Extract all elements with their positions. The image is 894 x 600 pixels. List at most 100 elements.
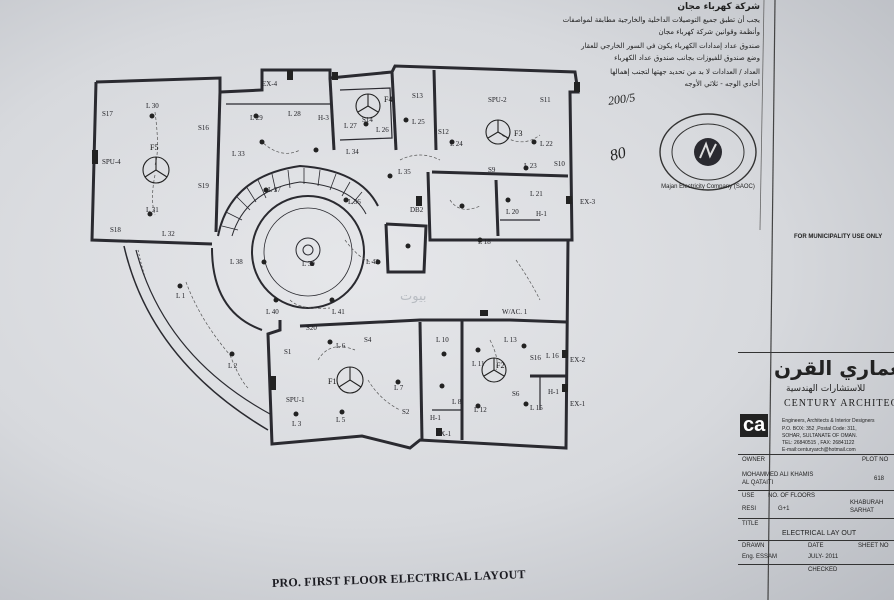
- firm-logo: ca: [740, 414, 769, 437]
- label-spu1: SPU-1: [286, 396, 305, 404]
- label-l41: L 41: [332, 308, 345, 316]
- label-s10: S10: [554, 160, 565, 168]
- label-l36: L 36: [348, 198, 361, 206]
- floors-value: G+1: [778, 506, 790, 512]
- use-label: USE: [742, 493, 755, 499]
- label-f4: F4: [384, 95, 392, 104]
- label-l31: L 31: [146, 206, 159, 214]
- label-s2: S2: [402, 408, 410, 416]
- floors-label: NO. OF FLOORS: [768, 493, 816, 499]
- label-ex2: EX-2: [570, 356, 586, 364]
- label-s13: S13: [412, 92, 423, 100]
- label-l15: L 15: [530, 404, 543, 412]
- label-l18: L 18: [478, 238, 491, 246]
- label-l13: L 13: [504, 336, 517, 344]
- municipality-label: FOR MUNICIPALITY USE ONLY: [794, 234, 883, 240]
- ceiling-fans: [142, 93, 511, 394]
- label-l1: L 1: [176, 292, 186, 300]
- label-ex3: EX-3: [580, 198, 596, 206]
- label-s12: S12: [438, 128, 449, 136]
- location-2: SARHAT: [850, 508, 874, 514]
- label-l26: L 26: [376, 126, 389, 134]
- label-ex4: EX-4: [262, 80, 278, 88]
- label-l28: L 28: [288, 110, 301, 118]
- stair-and-dome: [211, 164, 379, 331]
- label-s14: S14: [362, 116, 373, 124]
- use-value: RESI: [742, 506, 757, 512]
- note-line-4: وضع صندوق للفيوزات بجانب صندوق عداد الكه…: [614, 54, 760, 62]
- label-s11: S11: [540, 96, 551, 104]
- label-s20: S20: [306, 324, 317, 332]
- label-l24: L 24: [450, 140, 463, 148]
- address-line-3: TEL: 26840515 , FAX: 26841122: [782, 440, 855, 446]
- label-l20: L 20: [506, 208, 519, 216]
- label-l37: L 37: [268, 186, 281, 194]
- label-l35: L 35: [398, 168, 411, 176]
- label-s9: S9: [488, 166, 496, 174]
- firm-arabic-sub: للاستشارات الهندسية: [786, 384, 866, 394]
- fan-f1: [336, 366, 364, 394]
- fan-f5: [142, 156, 170, 184]
- label-s4: S4: [364, 336, 372, 344]
- label-l33: L 33: [232, 150, 245, 158]
- firm-english-name: CENTURY ARCHITECTS: [784, 398, 894, 409]
- label-spu2: SPU-2: [488, 96, 507, 104]
- label-l27: L 27: [344, 122, 357, 130]
- address-line-2: SOHAR, SULTANATE OF OMAN.: [782, 433, 858, 439]
- label-s16: S16: [530, 354, 541, 362]
- label-l39: L 39: [302, 260, 315, 268]
- firm-description: Engineers, Architects & Interior Designe…: [782, 418, 875, 424]
- checked-label: CHECKED: [808, 567, 838, 573]
- date-label: DATE: [808, 543, 824, 549]
- label-l11: L 11: [472, 360, 485, 368]
- note-line-3: صندوق عداد إمدادات الكهرباء يكون في السو…: [581, 42, 760, 50]
- title-label: TITLE: [742, 521, 759, 527]
- label-s19: S19: [198, 182, 209, 190]
- label-l22: L 22: [540, 140, 553, 148]
- switch-boxes: [92, 70, 580, 436]
- label-l25: L 25: [412, 118, 425, 126]
- fan-f4: [355, 93, 381, 119]
- sheet-border: [767, 0, 776, 600]
- label-s1: S1: [284, 348, 292, 356]
- label-l5: L 5: [336, 416, 346, 424]
- date-value: JULY- 2011: [808, 554, 839, 560]
- label-l38: L 38: [230, 258, 243, 266]
- drawn-value: Eng. ESSAM: [742, 554, 778, 560]
- label-l16: L 16: [546, 352, 559, 360]
- balcony-curve: [123, 245, 271, 431]
- label-s6: S6: [512, 390, 520, 398]
- label-f3: F3: [514, 129, 522, 138]
- inner-lines: [226, 87, 541, 411]
- label-l42: L 42: [366, 258, 379, 266]
- owner-name-1: MOHAMMED ALI KHAMIS: [742, 472, 814, 478]
- label-l21: L 21: [530, 190, 543, 198]
- notes-header: شركة كهرباء مجان: [677, 2, 760, 12]
- sheet-label: SHEET NO: [858, 543, 889, 549]
- note-line-1: يجب أن تطبق جميع التوصيلات الداخلية والخ…: [562, 16, 760, 24]
- fan-f3: [485, 119, 511, 145]
- label-l29: L 29: [250, 114, 263, 122]
- title-block: FOR MUNICIPALITY USE ONLY معماري القرن ل…: [738, 228, 894, 600]
- plot-label: PLOT NO: [862, 457, 889, 463]
- location-1: KHABURAH: [850, 500, 884, 506]
- label-l6: L 6: [336, 342, 346, 350]
- label-f5: F5: [150, 143, 158, 152]
- fan-f2: [481, 357, 507, 383]
- label-l34: L 34: [346, 148, 359, 156]
- label-l10: L 10: [436, 336, 449, 344]
- label-spu4: SPU-4: [102, 158, 121, 166]
- title-value: ELECTRICAL LAY OUT: [782, 530, 857, 537]
- label-f1: F1: [328, 377, 336, 386]
- label-db2: DB2: [410, 206, 424, 214]
- company-stamp: Majan Electricity Company (SAOC): [659, 113, 757, 191]
- label-l32: L 32: [162, 230, 175, 238]
- note-line-6: أحادي الوجه - ثلاثي الأوجه: [684, 80, 760, 88]
- label-l3: L 3: [292, 420, 302, 428]
- address-line-1: P.O. BOX: 352 ,Postal Code: 311,: [782, 426, 857, 432]
- label-ex1: EX-1: [570, 400, 586, 408]
- address-line-4: E-mail:centuryarch@hotmail.com: [782, 447, 856, 453]
- label-s17: S17: [102, 110, 113, 118]
